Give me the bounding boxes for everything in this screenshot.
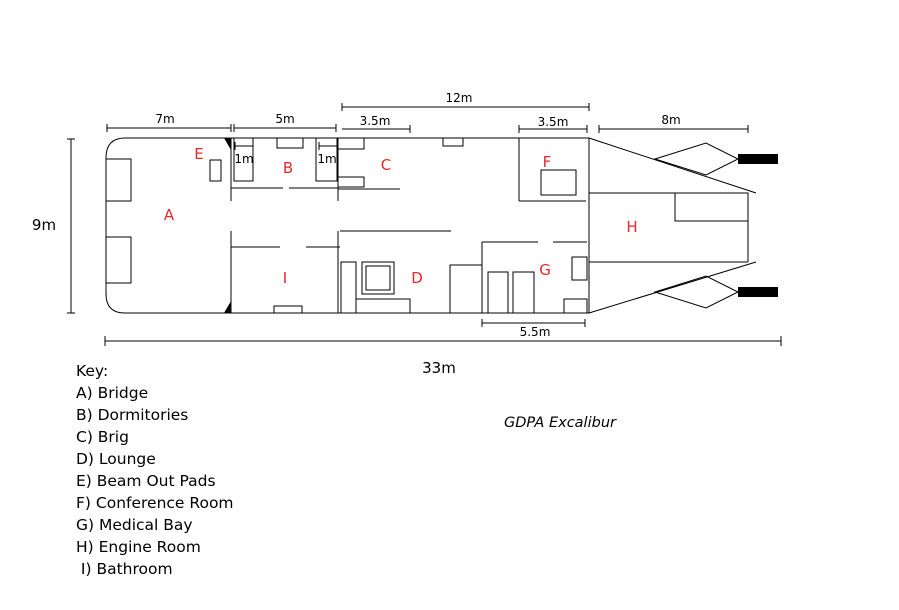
dim-midsection: 12m [446,91,473,105]
hull-outline [105,137,757,314]
room-label-i: I [283,269,287,287]
key-item-bathroom: I) Bathroom [76,560,173,578]
room-label-b: B [283,159,293,177]
corner-wedge-top [224,138,231,150]
room-label-c: C [381,156,391,174]
key-item-medical-bay: G) Medical Bay [76,516,193,534]
key-item-conference-room: F) Conference Room [76,494,234,512]
key-item-engine-room: H) Engine Room [76,538,201,556]
room-label-e: E [194,145,203,163]
key-item-bridge: A) Bridge [76,384,149,402]
room-label-a: A [164,206,175,224]
dimension-lines [67,103,782,346]
brig-walls [337,137,464,190]
dim-conference-width: 3.5m [538,115,569,129]
key-item-dormitories: B) Dormitories [76,406,189,424]
dim-brig-width: 3.5m [360,114,391,128]
dim-engine-length: 8m [661,113,680,127]
lounge-furniture [340,230,483,314]
key-item-beam-out-pads: E) Beam Out Pads [76,472,216,490]
key-item-brig: C) Brig [76,428,129,446]
dim-height: 9m [32,216,56,234]
key-title: Key: [76,362,109,380]
key-item-lounge: D) Lounge [76,450,156,468]
dim-closet-width: 1m [317,152,336,166]
lower-thruster [738,287,778,297]
dim-total-length: 33m [422,359,456,377]
room-label-h: H [626,218,637,236]
bridge-consoles [105,158,222,284]
medical-bay-walls [481,241,588,314]
dim-bridge-width: 7m [155,112,174,126]
room-key: Key: A) Bridge B) Dormitories C) Brig D)… [76,360,234,580]
conference-walls [518,138,586,202]
dim-dorm-width: 5m [275,112,294,126]
upper-thruster [738,154,778,164]
room-label-d: D [411,269,423,287]
dormitory-walls [231,137,340,314]
room-label-f: F [543,153,552,171]
room-label-g: G [539,261,551,279]
dim-medbay-width: 5.5m [520,325,551,339]
dim-pad-width: 1m [234,152,253,166]
ship-name: GDPA Excalibur [504,415,616,431]
engine-room [588,138,749,313]
corner-wedge-bottom [224,301,231,313]
